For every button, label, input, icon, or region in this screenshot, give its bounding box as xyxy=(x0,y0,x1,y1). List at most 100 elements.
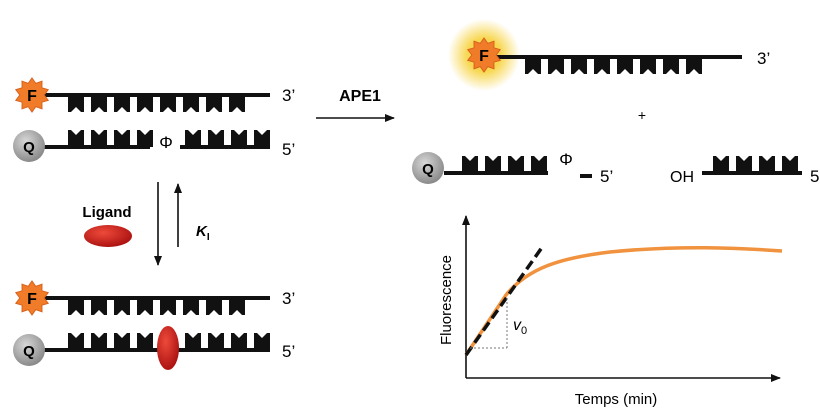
ligand-label: Ligand xyxy=(82,204,131,221)
base-notch xyxy=(689,69,699,74)
base-notch xyxy=(716,156,726,161)
probe-duplex-initial: F 3’ Q Φ 5’ xyxy=(13,77,295,162)
base-notch xyxy=(209,310,219,315)
three-prime-end-label-released: 3’ xyxy=(757,49,770,68)
base-notch xyxy=(140,310,150,315)
base-notch xyxy=(117,310,127,315)
base-block xyxy=(183,298,199,315)
base-block xyxy=(231,333,247,350)
fluorophore-star: F xyxy=(14,77,50,113)
base-notch xyxy=(117,107,127,112)
ape1-reaction: APE1 xyxy=(316,88,395,122)
base-notch xyxy=(551,69,561,74)
base-notch xyxy=(117,333,127,338)
five-prime-end-label-fragment: 5’ xyxy=(600,167,613,186)
fluorophore-star-released: F xyxy=(466,37,502,73)
base-notch xyxy=(257,130,267,135)
fluorophore-label-released: F xyxy=(479,48,489,65)
base-block xyxy=(160,298,176,315)
base-notch xyxy=(211,130,221,135)
base-notch xyxy=(140,333,150,338)
base-notch xyxy=(620,69,630,74)
base-notch xyxy=(785,156,795,161)
base-block xyxy=(231,130,247,147)
base-notch xyxy=(94,310,104,315)
base-notch xyxy=(739,156,749,161)
base-block xyxy=(185,333,201,350)
base-notch xyxy=(94,130,104,135)
base-block xyxy=(571,57,587,74)
bound-ligand-shape xyxy=(157,326,179,370)
base-block xyxy=(208,130,224,147)
base-block xyxy=(114,95,130,112)
three-prime-end-label-bound: 3’ xyxy=(282,289,295,308)
base-block xyxy=(208,333,224,350)
base-notch xyxy=(643,69,653,74)
base-block xyxy=(617,57,633,74)
base-notch xyxy=(71,107,81,112)
base-block xyxy=(206,298,222,315)
ligand-shape xyxy=(84,225,132,247)
quencher-circle-bound: Q xyxy=(13,334,45,366)
base-notch xyxy=(186,107,196,112)
base-block xyxy=(254,333,270,350)
base-notch xyxy=(232,310,242,315)
quencher-strand-bottom xyxy=(34,130,270,149)
base-block xyxy=(68,130,84,147)
base-notch xyxy=(488,156,498,161)
base-block xyxy=(229,298,245,315)
enzyme-label: APE1 xyxy=(339,88,381,105)
quencher-fragment: Q Φ 5’ xyxy=(412,150,613,186)
base-block xyxy=(736,156,752,173)
y-axis-label: Fluorescence xyxy=(438,255,455,345)
abasic-site-symbol: Φ xyxy=(159,133,173,152)
base-notch xyxy=(140,130,150,135)
base-notch xyxy=(597,69,607,74)
five-prime-end-label: 5’ xyxy=(282,140,295,159)
fluorophore-star-bound: F xyxy=(14,280,50,316)
base-block xyxy=(68,95,84,112)
base-block xyxy=(91,298,107,315)
quencher-label: Q xyxy=(23,139,35,156)
base-block xyxy=(254,130,270,147)
base-notch xyxy=(528,69,538,74)
fluorophore-label: F xyxy=(27,88,37,105)
base-block xyxy=(114,298,130,315)
base-block xyxy=(640,57,656,74)
base-block xyxy=(663,57,679,74)
base-notch xyxy=(574,69,584,74)
base-notch xyxy=(534,156,544,161)
base-block xyxy=(185,130,201,147)
base-block xyxy=(137,298,153,315)
base-block xyxy=(594,57,610,74)
base-block xyxy=(782,156,798,173)
five-prime-end-label-bound: 5’ xyxy=(282,342,295,361)
base-notch xyxy=(666,69,676,74)
equilibrium-arrows: KI xyxy=(154,182,210,266)
fluorophore-label-bound: F xyxy=(27,291,37,308)
released-fluorophore-strand: F 3’ xyxy=(448,19,770,91)
base-block xyxy=(686,57,702,74)
fluorescence-curve xyxy=(464,245,783,356)
base-notch xyxy=(211,333,221,338)
base-block xyxy=(183,95,199,112)
oh-fragment: OH 5 xyxy=(670,156,819,186)
base-block xyxy=(91,130,107,147)
base-notch xyxy=(234,130,244,135)
abasic-site-symbol-fragment: Φ xyxy=(559,150,573,169)
quencher-label-bound: Q xyxy=(23,343,35,360)
initial-velocity-label: v0 xyxy=(513,317,527,337)
base-block xyxy=(206,95,222,112)
plus-sign: + xyxy=(638,107,646,123)
base-block xyxy=(160,95,176,112)
base-block xyxy=(114,333,130,350)
base-block xyxy=(114,130,130,147)
fluorophore-strand-bound xyxy=(34,296,270,315)
quencher-label-fragment: Q xyxy=(422,161,434,178)
base-notch xyxy=(71,130,81,135)
base-block xyxy=(68,298,84,315)
quencher-circle: Q xyxy=(13,130,45,162)
base-notch xyxy=(71,333,81,338)
base-block xyxy=(229,95,245,112)
